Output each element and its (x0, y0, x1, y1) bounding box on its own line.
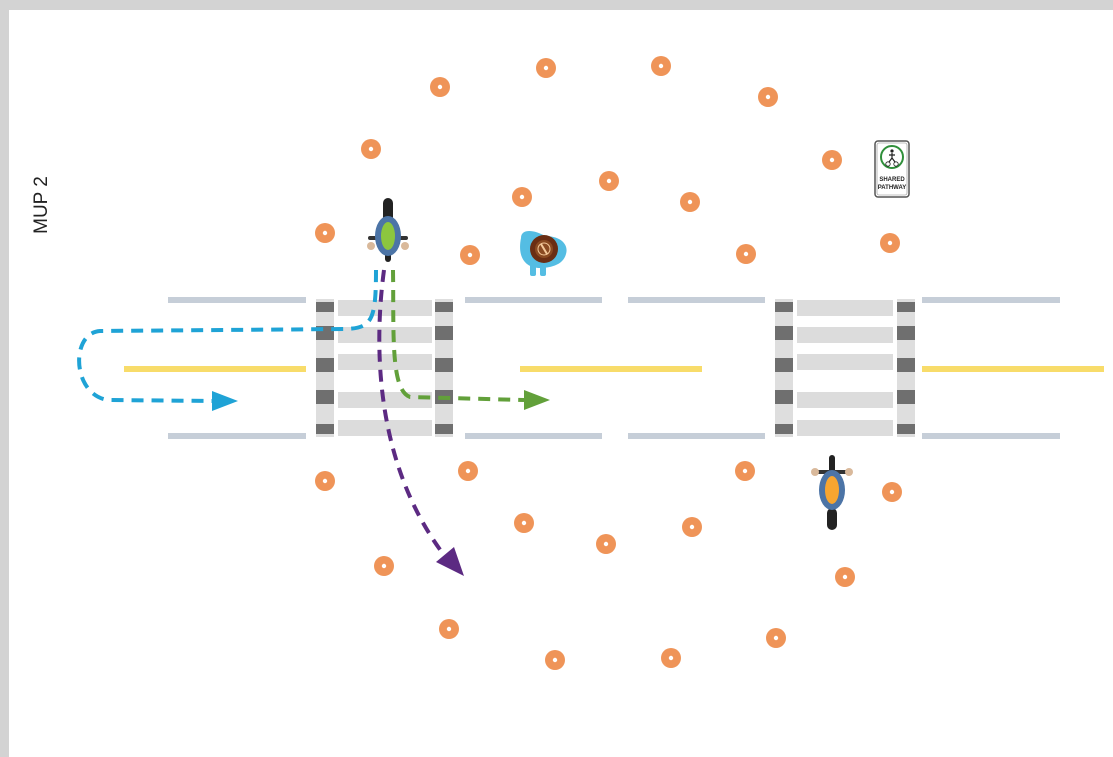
cone-marker (766, 628, 786, 648)
path-blue-uturn (77, 269, 378, 403)
cone-marker (458, 461, 478, 481)
crosswalk-right (775, 299, 915, 437)
cone-marker (758, 87, 778, 107)
centerline (520, 366, 702, 372)
cone-marker (536, 58, 556, 78)
cone-marker (736, 244, 756, 264)
edge-line (922, 433, 1060, 439)
cone-marker (439, 619, 459, 639)
edge-line (465, 433, 602, 439)
edge-line (628, 433, 765, 439)
cone-marker (514, 513, 534, 533)
pedestrian-bicycle-icon (880, 145, 904, 169)
path-purple-down (377, 269, 446, 557)
cyclist-green-icon (367, 198, 409, 262)
edge-line (168, 297, 306, 303)
cone-marker (880, 233, 900, 253)
centerline (922, 366, 1104, 372)
cone-marker (361, 139, 381, 159)
cone-marker (512, 187, 532, 207)
crosswalk-left (316, 299, 453, 437)
cone-marker (882, 482, 902, 502)
cyclist-orange-icon (811, 455, 853, 530)
edge-line (168, 433, 306, 439)
arrowhead-blue (212, 391, 238, 411)
cone-marker (682, 517, 702, 537)
edge-line (628, 297, 765, 303)
arrowhead-green (524, 390, 550, 410)
cone-marker (545, 650, 565, 670)
cone-marker (374, 556, 394, 576)
frame-top-border (0, 0, 1113, 10)
edge-line (465, 297, 602, 303)
cone-marker (599, 171, 619, 191)
cone-marker (460, 245, 480, 265)
cone-marker (735, 461, 755, 481)
shared-pathway-sign: SHARED PATHWAY (874, 140, 910, 198)
pedestrian-icon (520, 231, 567, 276)
cone-group (315, 56, 902, 670)
sign-text-line2: PATHWAY (878, 185, 907, 191)
cone-marker (315, 471, 335, 491)
path-green-right (391, 269, 525, 402)
cone-marker (315, 223, 335, 243)
cone-marker (822, 150, 842, 170)
cone-marker (596, 534, 616, 554)
arrowhead-purple (436, 547, 464, 576)
cone-marker (835, 567, 855, 587)
cone-marker (651, 56, 671, 76)
edge-line (922, 297, 1060, 303)
cone-marker (680, 192, 700, 212)
cone-marker (661, 648, 681, 668)
centerline (124, 366, 306, 372)
cone-marker (430, 77, 450, 97)
sign-text-line1: SHARED (879, 177, 905, 183)
frame-left-border (0, 0, 9, 757)
